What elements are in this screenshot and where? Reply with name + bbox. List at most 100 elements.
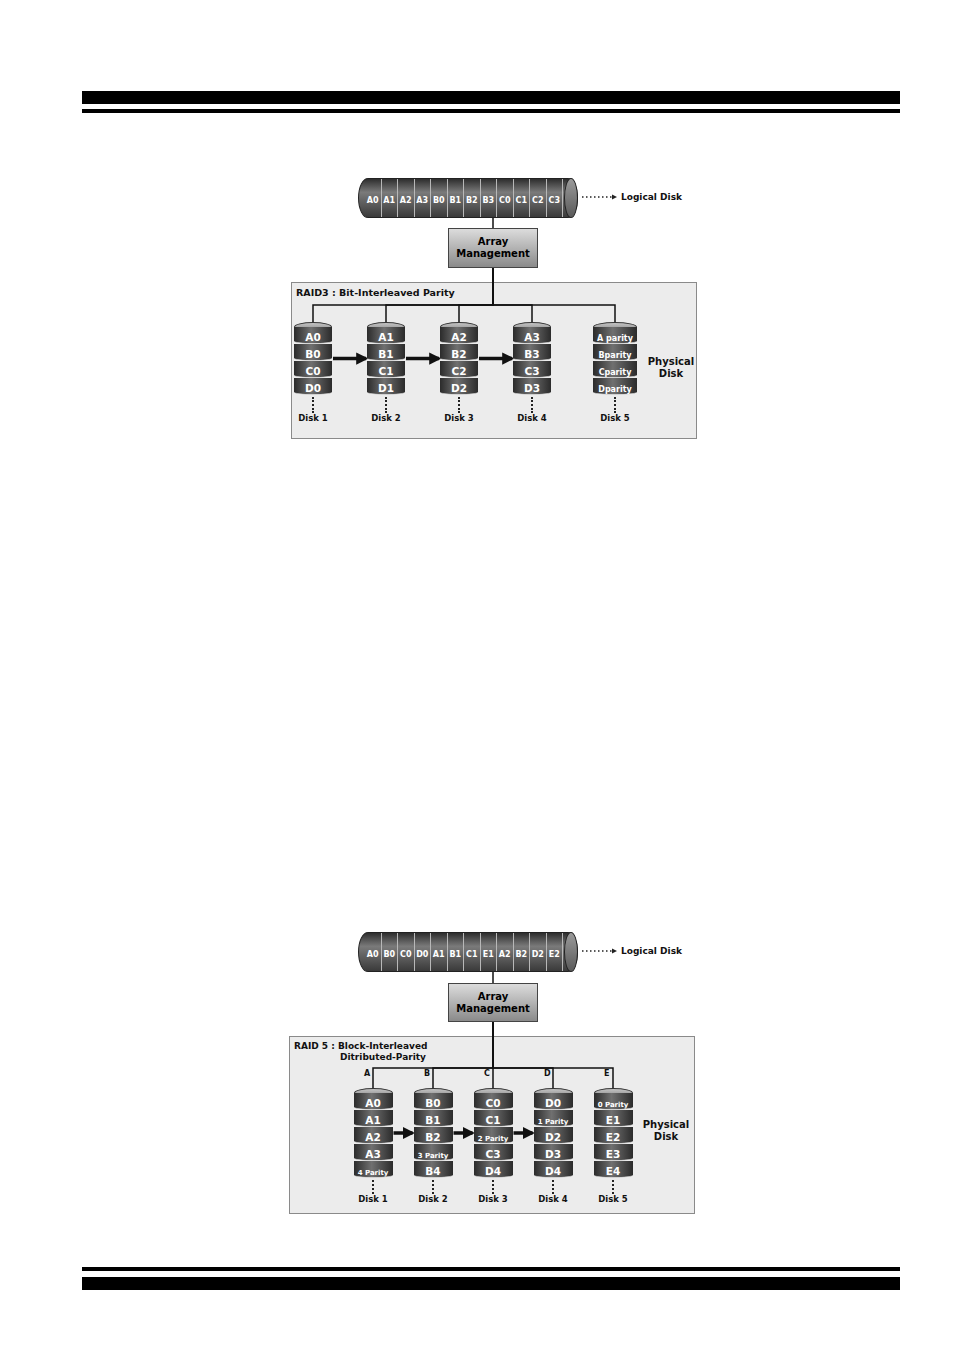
disk-block: A2 — [354, 1127, 393, 1144]
bus-line — [459, 268, 493, 322]
disk-continuation — [432, 1180, 434, 1194]
block-label: A0 — [367, 950, 379, 959]
bus-line — [493, 268, 615, 322]
block-label: D4 — [485, 1163, 501, 1180]
block-label: A2 — [400, 196, 412, 205]
disk-block: B0 — [294, 344, 332, 361]
logical-cell: A2 — [497, 933, 514, 971]
logical-cell: E1 — [481, 933, 498, 971]
block-label: A1 — [433, 950, 445, 959]
disk-block: Dparity — [593, 378, 637, 395]
logical-disk-label: Logical Disk — [621, 945, 682, 957]
disk-block: B1 — [414, 1110, 453, 1127]
disk-block: A0 — [294, 327, 332, 344]
bus-line — [492, 972, 494, 983]
disk-block: D3 — [513, 378, 551, 395]
disk-stack: A3B3C3D3 — [513, 322, 551, 395]
disk-block: Cparity — [593, 361, 637, 378]
block-label: Dparity — [598, 381, 632, 398]
disk-block: E3 — [594, 1144, 633, 1161]
logical-cell: B2 — [514, 933, 531, 971]
disk-block: Bparity — [593, 344, 637, 361]
disk-block: 0 Parity — [594, 1093, 633, 1110]
disk-block: C0 — [474, 1093, 513, 1110]
logical-cell: C1 — [464, 933, 481, 971]
logical-cell: B1 — [448, 179, 465, 217]
disk-block: B2 — [414, 1127, 453, 1144]
disk-block: C2 — [440, 361, 478, 378]
disk-continuation — [458, 397, 460, 413]
disk-block: B4 — [414, 1161, 453, 1178]
disk-block: D0 — [294, 378, 332, 395]
physical-disk: 0 ParityE1E2E3E4Disk 5 — [594, 1088, 633, 1204]
data-flow-arrow — [454, 1131, 473, 1135]
logical-cell: A1 — [382, 179, 399, 217]
disk-stack: C0C12 ParityC3D4 — [474, 1088, 513, 1178]
disk-stack: A1B1C1D1 — [367, 322, 405, 395]
logical-cell: D2 — [530, 933, 547, 971]
panel-heading: RAID3 : Bit-Interleaved Parity — [296, 287, 455, 298]
disk-continuation — [614, 397, 616, 413]
disk-name: Disk 4 — [513, 413, 551, 423]
logical-cell: A0 — [365, 179, 382, 217]
physical-disk: C0C12 ParityC3D4Disk 3 — [474, 1088, 513, 1204]
panel-ground — [292, 283, 697, 439]
array-management-box: Array Management — [448, 983, 538, 1022]
block-label: A0 — [367, 196, 379, 205]
disk-block: C3 — [513, 361, 551, 378]
leader-head — [612, 949, 617, 954]
disk-block: D2 — [440, 378, 478, 395]
block-label: B2 — [466, 196, 478, 205]
bus-letter: D — [544, 1068, 551, 1080]
data-flow-arrow — [333, 357, 366, 361]
disk-block: B0 — [414, 1093, 453, 1110]
physical-disk-label: Physical Disk — [638, 1119, 694, 1143]
cylinder-end — [564, 932, 578, 972]
disk-block: B1 — [367, 344, 405, 361]
block-label: D2 — [532, 950, 544, 959]
box-label: Array Management — [449, 236, 537, 260]
physical-disk: D01 ParityD2D3D4Disk 4 — [534, 1088, 573, 1204]
disk-block: A0 — [354, 1093, 393, 1110]
disk-block: D3 — [534, 1144, 573, 1161]
panel-ground — [290, 1037, 695, 1214]
box-label: Array Management — [449, 991, 537, 1015]
disk-block: A1 — [367, 327, 405, 344]
logical-cell: B0 — [382, 933, 399, 971]
disk-continuation — [492, 1180, 494, 1194]
block-label: A1 — [383, 196, 395, 205]
disk-name: Disk 3 — [440, 413, 478, 423]
panel-heading: RAID 5 : Block-Interleaved Ditributed-Pa… — [294, 1041, 464, 1063]
disk-block: A parity — [593, 327, 637, 344]
disk-block: D0 — [534, 1093, 573, 1110]
block-label: D3 — [524, 380, 540, 397]
array-management-box: Array Management — [448, 228, 538, 268]
disk-continuation — [612, 1180, 614, 1194]
block-label: D0 — [416, 950, 428, 959]
leader-line — [582, 950, 612, 952]
block-label: D1 — [378, 380, 394, 397]
disk-name: Disk 3 — [474, 1194, 513, 1204]
disk-block: C1 — [367, 361, 405, 378]
leader-head — [612, 195, 617, 200]
logical-cell: C0 — [398, 933, 415, 971]
block-label: D0 — [305, 380, 321, 397]
logical-cell: D0 — [415, 933, 432, 971]
block-label: C1 — [466, 950, 477, 959]
physical-disk: A parityBparityCparityDparityDisk 5 — [593, 322, 637, 423]
physical-disk-label: Physical Disk — [643, 356, 699, 380]
physical-disk: A1B1C1D1Disk 2 — [367, 322, 405, 423]
disk-block: D1 — [367, 378, 405, 395]
disk-name: Disk 1 — [294, 413, 332, 423]
disk-stack: A parityBparityCparityDparity — [593, 322, 637, 395]
block-label: E1 — [483, 950, 494, 959]
disk-block: E1 — [594, 1110, 633, 1127]
physical-disk: A2B2C2D2Disk 3 — [440, 322, 478, 423]
block-label: C1 — [516, 196, 527, 205]
disk-block: D4 — [474, 1161, 513, 1178]
logical-cell: C3 — [547, 179, 564, 217]
raid-panel: RAID 5 : Block-Interleaved Ditributed-Pa… — [289, 1036, 694, 1213]
disk-name: Disk 4 — [534, 1194, 573, 1204]
block-label: B2 — [515, 950, 527, 959]
block-label: A3 — [416, 196, 428, 205]
